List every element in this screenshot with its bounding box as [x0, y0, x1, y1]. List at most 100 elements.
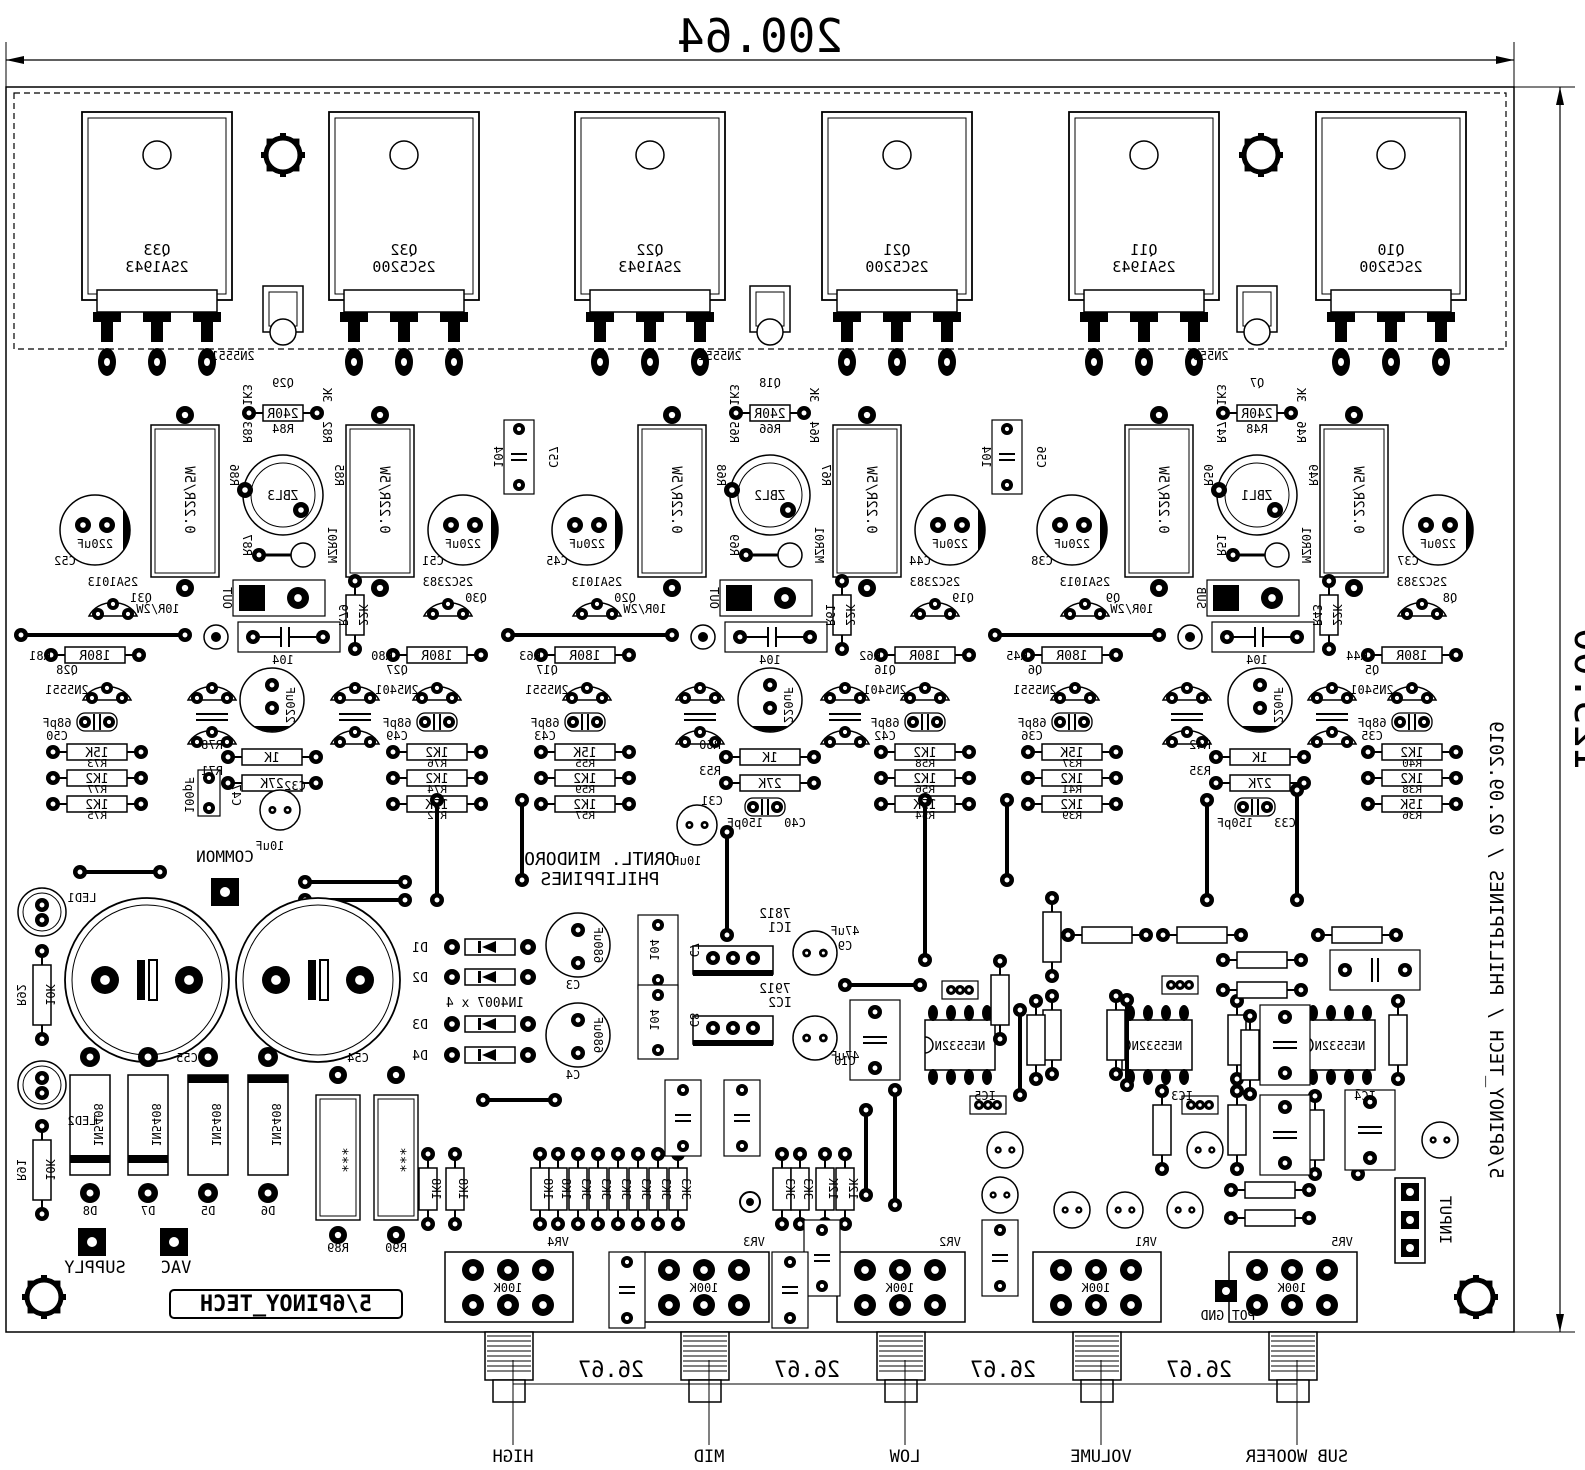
resistor-value: 1K2 [1400, 772, 1423, 787]
power-transistor-part: 2SA1943 [1112, 258, 1175, 276]
pad-hole [1189, 1103, 1193, 1107]
pad-hole [1355, 1171, 1361, 1177]
cap-symbol [148, 959, 158, 1001]
resistor-row-ref: R37 [1062, 757, 1082, 770]
pad-hole [665, 1266, 673, 1274]
emitter-resistor [1319, 424, 1389, 578]
resistor-body [1236, 981, 1288, 999]
pad-hole [1397, 719, 1403, 725]
emitter-resistor-inner [1323, 428, 1385, 574]
small-transistor-part: 2N5551 [45, 683, 88, 697]
pad-hole [154, 358, 160, 366]
supply-cap-value: 680uF [591, 1017, 605, 1053]
terminal-hole [1222, 1287, 1230, 1295]
pad-hole [224, 695, 230, 701]
pad-hole [1191, 358, 1197, 366]
diode-symbol [482, 971, 496, 983]
resistor-body [1381, 795, 1443, 813]
filter-cap-ref: C51 [422, 554, 444, 568]
pad-hole [39, 1036, 45, 1042]
mounting-pad-tooth [1277, 152, 1283, 158]
electrolytic-cap [792, 1015, 838, 1061]
electrolytic-cap [792, 930, 838, 976]
board-outline [5, 86, 1515, 1333]
vac-label: VAC [161, 1258, 192, 1278]
pad-hole [712, 695, 718, 701]
cap-symbol [308, 960, 316, 1000]
mounting-pad-tooth [1473, 1275, 1479, 1281]
mounting-pad-tooth [1492, 1294, 1498, 1300]
pad-hole [1326, 646, 1332, 652]
pad-hole [1176, 1208, 1180, 1212]
shaft-tip [492, 1379, 526, 1403]
resistor-row-ref: R39 [1062, 809, 1082, 822]
pad-hole [1306, 1187, 1312, 1193]
pad-hole [1367, 1155, 1373, 1161]
pad-hole [733, 410, 739, 416]
pad-hole [1253, 1301, 1261, 1309]
zener-resistor-value: 10R/2W [136, 602, 180, 616]
zener-resistor-ref: R51 [1214, 534, 1228, 556]
pad-hole [256, 552, 262, 558]
pad-hole [700, 1301, 708, 1309]
pad-hole [555, 1151, 561, 1157]
pad-hole [100, 975, 110, 985]
pad-hole [537, 1221, 543, 1227]
pad-hole [1234, 1076, 1240, 1082]
bias-resistor-value: 3K [807, 387, 821, 402]
pad-hole [1312, 1093, 1318, 1099]
resistor-body [406, 743, 468, 761]
pad-hole [839, 646, 845, 652]
pad-hole [966, 775, 972, 781]
cap-ref: C42 [874, 729, 896, 743]
pad-hole [125, 611, 131, 617]
pad-hole [615, 1221, 621, 1227]
pad-hole [538, 801, 544, 807]
pad-hole [626, 749, 632, 755]
pad-hole [269, 682, 275, 688]
pad-hole [1315, 932, 1321, 938]
opamp-pin [1344, 1005, 1354, 1021]
pad-hole [655, 1221, 661, 1227]
resistor-body [66, 743, 128, 761]
pad-hole [1216, 487, 1222, 493]
pad-hole [1257, 682, 1263, 688]
transistor-ref: Q9 [1106, 591, 1120, 605]
resistor-row-ref: R77 [87, 783, 107, 796]
led-resistor-ref: R91 [14, 1159, 28, 1181]
resistor-value: 1K2 [1400, 746, 1423, 761]
pad-hole [1238, 932, 1244, 938]
main-filter-cap [235, 897, 401, 1063]
bias-resistor-ref: R65 [727, 421, 741, 443]
resistor-value: 180R [421, 649, 452, 664]
electrolytic-cap [259, 789, 301, 831]
pad-hole [1077, 1208, 1081, 1212]
pad-hole [977, 1103, 981, 1107]
pad-hole [1017, 1007, 1023, 1013]
resistor-row-ref: R57 [575, 809, 595, 822]
pad-hole [39, 1211, 45, 1217]
bias-transistor-body [756, 318, 784, 346]
fuse-ref: R90 [385, 1241, 407, 1255]
pot-value: 100K [1081, 1281, 1111, 1295]
pad-hole [1344, 695, 1350, 701]
cap-polarity-band [254, 726, 290, 732]
pad-hole [1004, 797, 1010, 803]
pad-hole [1004, 482, 1010, 488]
bias-transistor-body [269, 318, 297, 346]
filter-cap-ref: C37 [1397, 554, 1419, 568]
pad-hole [811, 780, 817, 786]
pad-hole [1367, 1099, 1373, 1105]
pad-hole [314, 410, 320, 416]
pad-hole [842, 982, 848, 988]
resistor-ref: R48 [1246, 422, 1268, 436]
pad-hole [575, 1050, 581, 1056]
pad-hole [119, 695, 125, 701]
pad-hole [181, 584, 189, 592]
emitter-resistor-ref: R68 [714, 464, 728, 486]
opamp-pin [928, 1005, 938, 1021]
pad-hole [1204, 897, 1210, 903]
pad-hole [1169, 695, 1175, 701]
filter-cap-value: 220uF [1054, 537, 1090, 551]
pad-hole [1234, 1088, 1240, 1094]
